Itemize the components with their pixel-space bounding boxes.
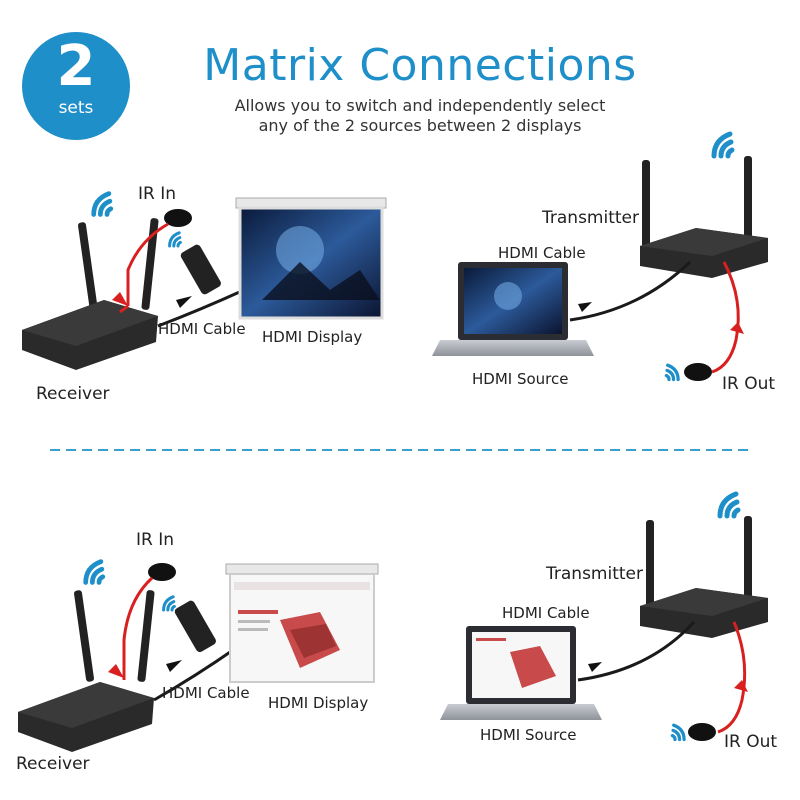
label-ir-in-top: IR In bbox=[138, 184, 176, 204]
receiver-bottom bbox=[18, 590, 155, 752]
arrow-bottom-right bbox=[588, 662, 602, 672]
wifi-icon-transmitter-bottom bbox=[720, 494, 738, 516]
label-hdmi-cable-top-left: HDMI Cable bbox=[158, 320, 246, 338]
label-hdmi-source-top: HDMI Source bbox=[472, 370, 568, 388]
transmitter-top bbox=[640, 156, 768, 278]
ir-out-sensor-bottom bbox=[688, 723, 716, 741]
receiver-antenna-left bbox=[78, 222, 99, 314]
label-hdmi-source-bottom: HDMI Source bbox=[480, 726, 576, 744]
arrow-top-right bbox=[578, 302, 592, 312]
label-hdmi-cable-bottom-left: HDMI Cable bbox=[162, 684, 250, 702]
hdmi-source-laptop-bottom bbox=[440, 626, 602, 720]
label-hdmi-cable-top-right: HDMI Cable bbox=[498, 244, 586, 262]
ir-out-cable-bottom bbox=[718, 622, 745, 732]
label-receiver-bottom: Receiver bbox=[16, 754, 90, 774]
label-transmitter-bottom: Transmitter bbox=[546, 564, 643, 584]
transmitter-antenna-left bbox=[642, 160, 650, 248]
wifi-icon-receiver-bottom bbox=[86, 562, 103, 583]
wifi-icon-remote-top bbox=[170, 233, 181, 246]
wifi-icon-ir-out-top bbox=[666, 365, 678, 379]
arrow-bottom-left bbox=[166, 660, 182, 672]
label-ir-in-bottom: IR In bbox=[136, 530, 174, 550]
label-hdmi-display-top: HDMI Display bbox=[262, 328, 362, 346]
ir-out-sensor-top bbox=[684, 363, 712, 381]
label-hdmi-cable-bottom-right: HDMI Cable bbox=[502, 604, 590, 622]
label-receiver-top: Receiver bbox=[36, 384, 110, 404]
transmitter-bottom bbox=[640, 516, 768, 638]
transmitter-antenna-right bbox=[744, 156, 752, 248]
remote-control-bottom bbox=[173, 599, 217, 653]
label-ir-out-bottom: IR Out bbox=[724, 732, 777, 752]
wifi-icon-remote-bottom bbox=[164, 597, 175, 610]
label-ir-out-top: IR Out bbox=[722, 374, 775, 394]
ir-out-cable-top bbox=[712, 262, 738, 372]
hdmi-source-laptop-top bbox=[432, 262, 594, 356]
hdmi-display-bottom bbox=[226, 564, 378, 682]
receiver-top bbox=[22, 218, 159, 370]
hdmi-display-top bbox=[236, 198, 386, 318]
label-transmitter-top: Transmitter bbox=[542, 208, 639, 228]
arrow-top-left bbox=[176, 296, 192, 308]
remote-control-top bbox=[179, 243, 222, 296]
wifi-icon-ir-out-bottom bbox=[672, 725, 684, 739]
wifi-icon-transmitter-top bbox=[714, 134, 732, 156]
label-hdmi-display-bottom: HDMI Display bbox=[268, 694, 368, 712]
wifi-icon-receiver-top bbox=[94, 194, 111, 215]
